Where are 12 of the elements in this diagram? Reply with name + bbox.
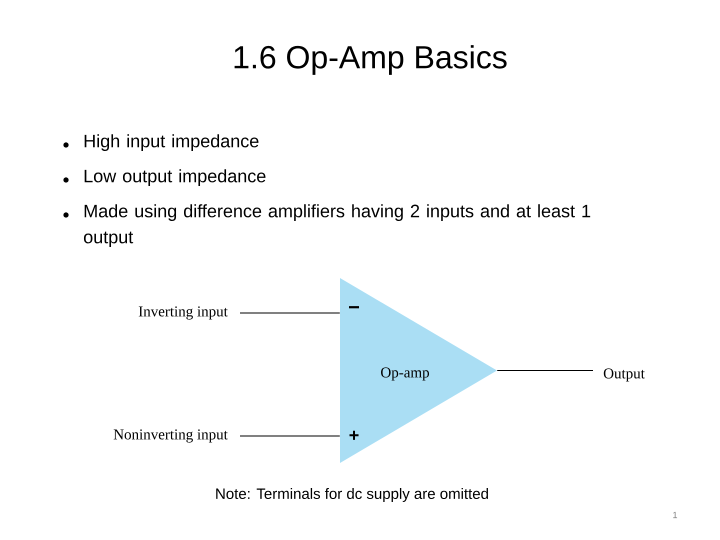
terminal-label: Noninverting input: [114, 429, 228, 443]
bullet-item: High input impedance: [84, 134, 258, 151]
terminal-label: Output: [604, 368, 645, 382]
terminal-sign: +: [350, 430, 359, 440]
bullet-item: Made using difference amplifiers having 2 inputs and at least 1 output: [84, 204, 590, 247]
page-number: 1: [673, 512, 678, 518]
terminal-label: Inverting input: [138, 306, 228, 320]
note: Note: Terminals for dc supply are omitted: [216, 488, 488, 502]
terminal-sign: −: [349, 306, 360, 308]
bullet-item: Low output impedance: [84, 169, 266, 186]
wire: [496, 370, 594, 371]
title: 1.6 Op-Amp Basics: [234, 45, 507, 75]
